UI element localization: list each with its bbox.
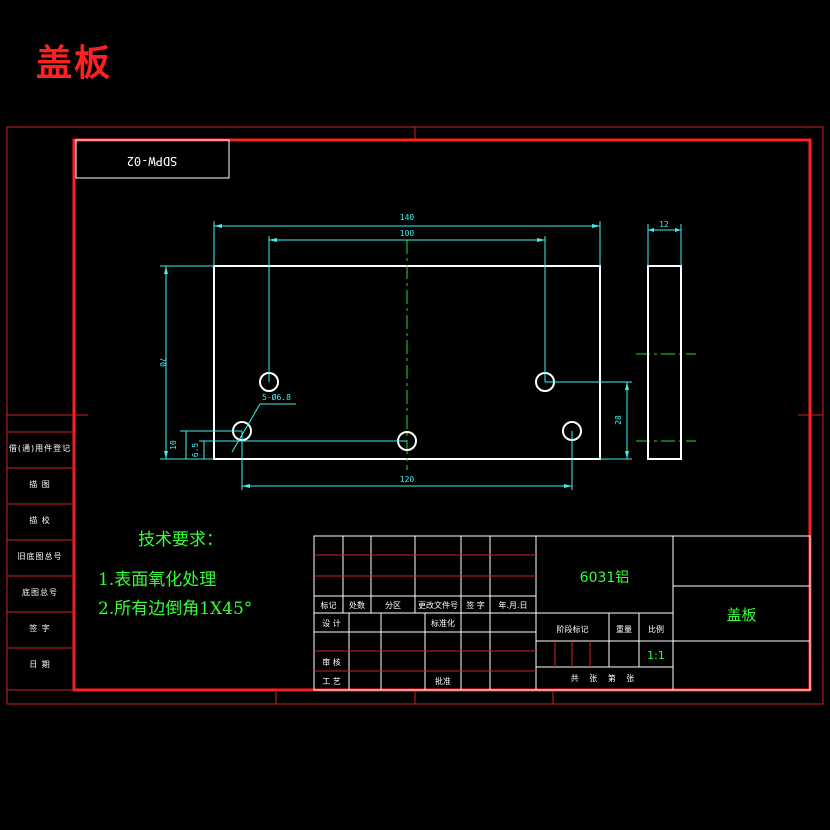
centerlines [406, 240, 696, 470]
tb-header-mark: 标记 [320, 601, 337, 610]
side-label-old-base-no: 旧底图总号 [17, 552, 63, 561]
tb-review: 审 核 [322, 658, 341, 667]
side-label-date: 日 期 [29, 660, 51, 669]
tb-scale-label: 比例 [648, 625, 664, 634]
dim-height: 70 [158, 357, 167, 367]
drawing-number: SDPW-02 [126, 154, 178, 168]
tb-scale-value: 1:1 [647, 649, 665, 662]
tb-header-change-doc: 更改文件号 [418, 601, 458, 610]
dim-bottom-hole-spacing: 120 [400, 475, 415, 484]
tb-header-date: 年.月.日 [498, 601, 528, 610]
dim-hole-callout: 5-Ø6.8 [262, 392, 291, 402]
dimension-lines [160, 221, 682, 490]
dim-right-height: 28 [614, 415, 623, 425]
tb-header-sign: 签 字 [466, 601, 485, 610]
dimension-arrows [164, 224, 681, 488]
dim-overall-width: 140 [400, 213, 415, 222]
part-name-value: 盖板 [726, 606, 757, 624]
plate-side-view [647, 265, 682, 460]
dim-offset-a: 10 [169, 440, 178, 450]
drawing-title: 盖板 [36, 42, 113, 84]
tb-process: 工 艺 [322, 677, 341, 686]
tech-req-heading: 技术要求： [138, 530, 223, 550]
tb-approve: 批准 [435, 677, 451, 686]
dim-thickness: 12 [659, 220, 669, 229]
side-table [6, 431, 75, 691]
tb-sheets: 共 张 第 张 [570, 674, 639, 683]
tech-req-item-2: 2.所有边倒角1X45° [98, 599, 253, 619]
drawing-no-box [75, 139, 230, 179]
tb-header-zone: 分区 [385, 601, 401, 610]
center-marks [7, 127, 823, 416]
side-label-reuse: 借(通)用件登记 [8, 444, 72, 453]
side-label-base-no: 底图总号 [22, 588, 58, 597]
title-block-red-rules [314, 554, 591, 672]
tech-req-item-1: 1.表面氧化处理 [98, 570, 217, 590]
tb-stage-mark: 阶段标记 [556, 625, 589, 634]
tb-design: 设 计 [322, 619, 341, 628]
tb-weight: 重量 [616, 625, 632, 634]
dim-offset-b: 6.5 [191, 443, 200, 458]
dim-hole-spacing: 100 [400, 229, 415, 238]
side-label-tracing: 描 图 [29, 480, 51, 489]
tb-header-count: 处数 [349, 601, 365, 610]
bottom-zone-ticks [275, 689, 810, 704]
side-label-signature: 签 字 [29, 624, 51, 633]
side-label-trace-check: 描 校 [29, 516, 51, 525]
tb-standardization: 标准化 [431, 619, 455, 628]
material-value: 6031铝 [579, 570, 630, 586]
